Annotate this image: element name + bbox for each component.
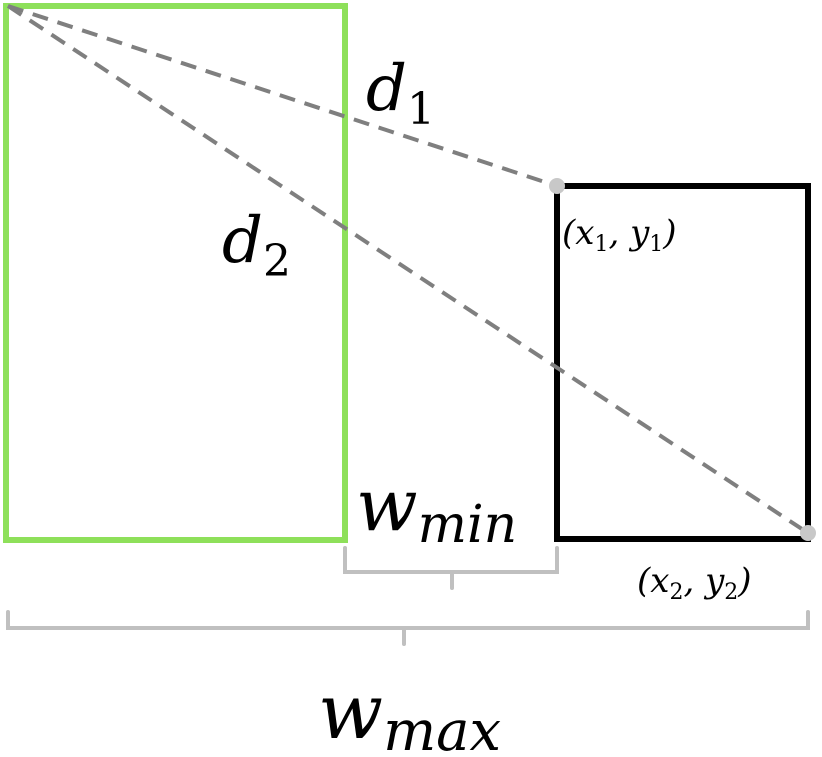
- distance-line-d1: [7, 4, 558, 188]
- point2-coordinate-label: (x2, y2): [637, 561, 752, 605]
- distance-line-d2: [6, 4, 810, 535]
- corner-point-top-left: [549, 178, 565, 194]
- point1-coordinate-label: (x1, y1): [562, 213, 677, 257]
- wmin-brace: [343, 546, 559, 590]
- d2-label: d2: [222, 204, 291, 287]
- predicted-box: [554, 183, 811, 542]
- wmax-brace: [6, 610, 810, 646]
- wmin-label: wmin: [356, 463, 517, 555]
- wmax-label: wmax: [318, 667, 501, 757]
- d1-label: d1: [366, 52, 435, 135]
- corner-point-bottom-right: [800, 525, 816, 541]
- ground-truth-box: [3, 3, 348, 543]
